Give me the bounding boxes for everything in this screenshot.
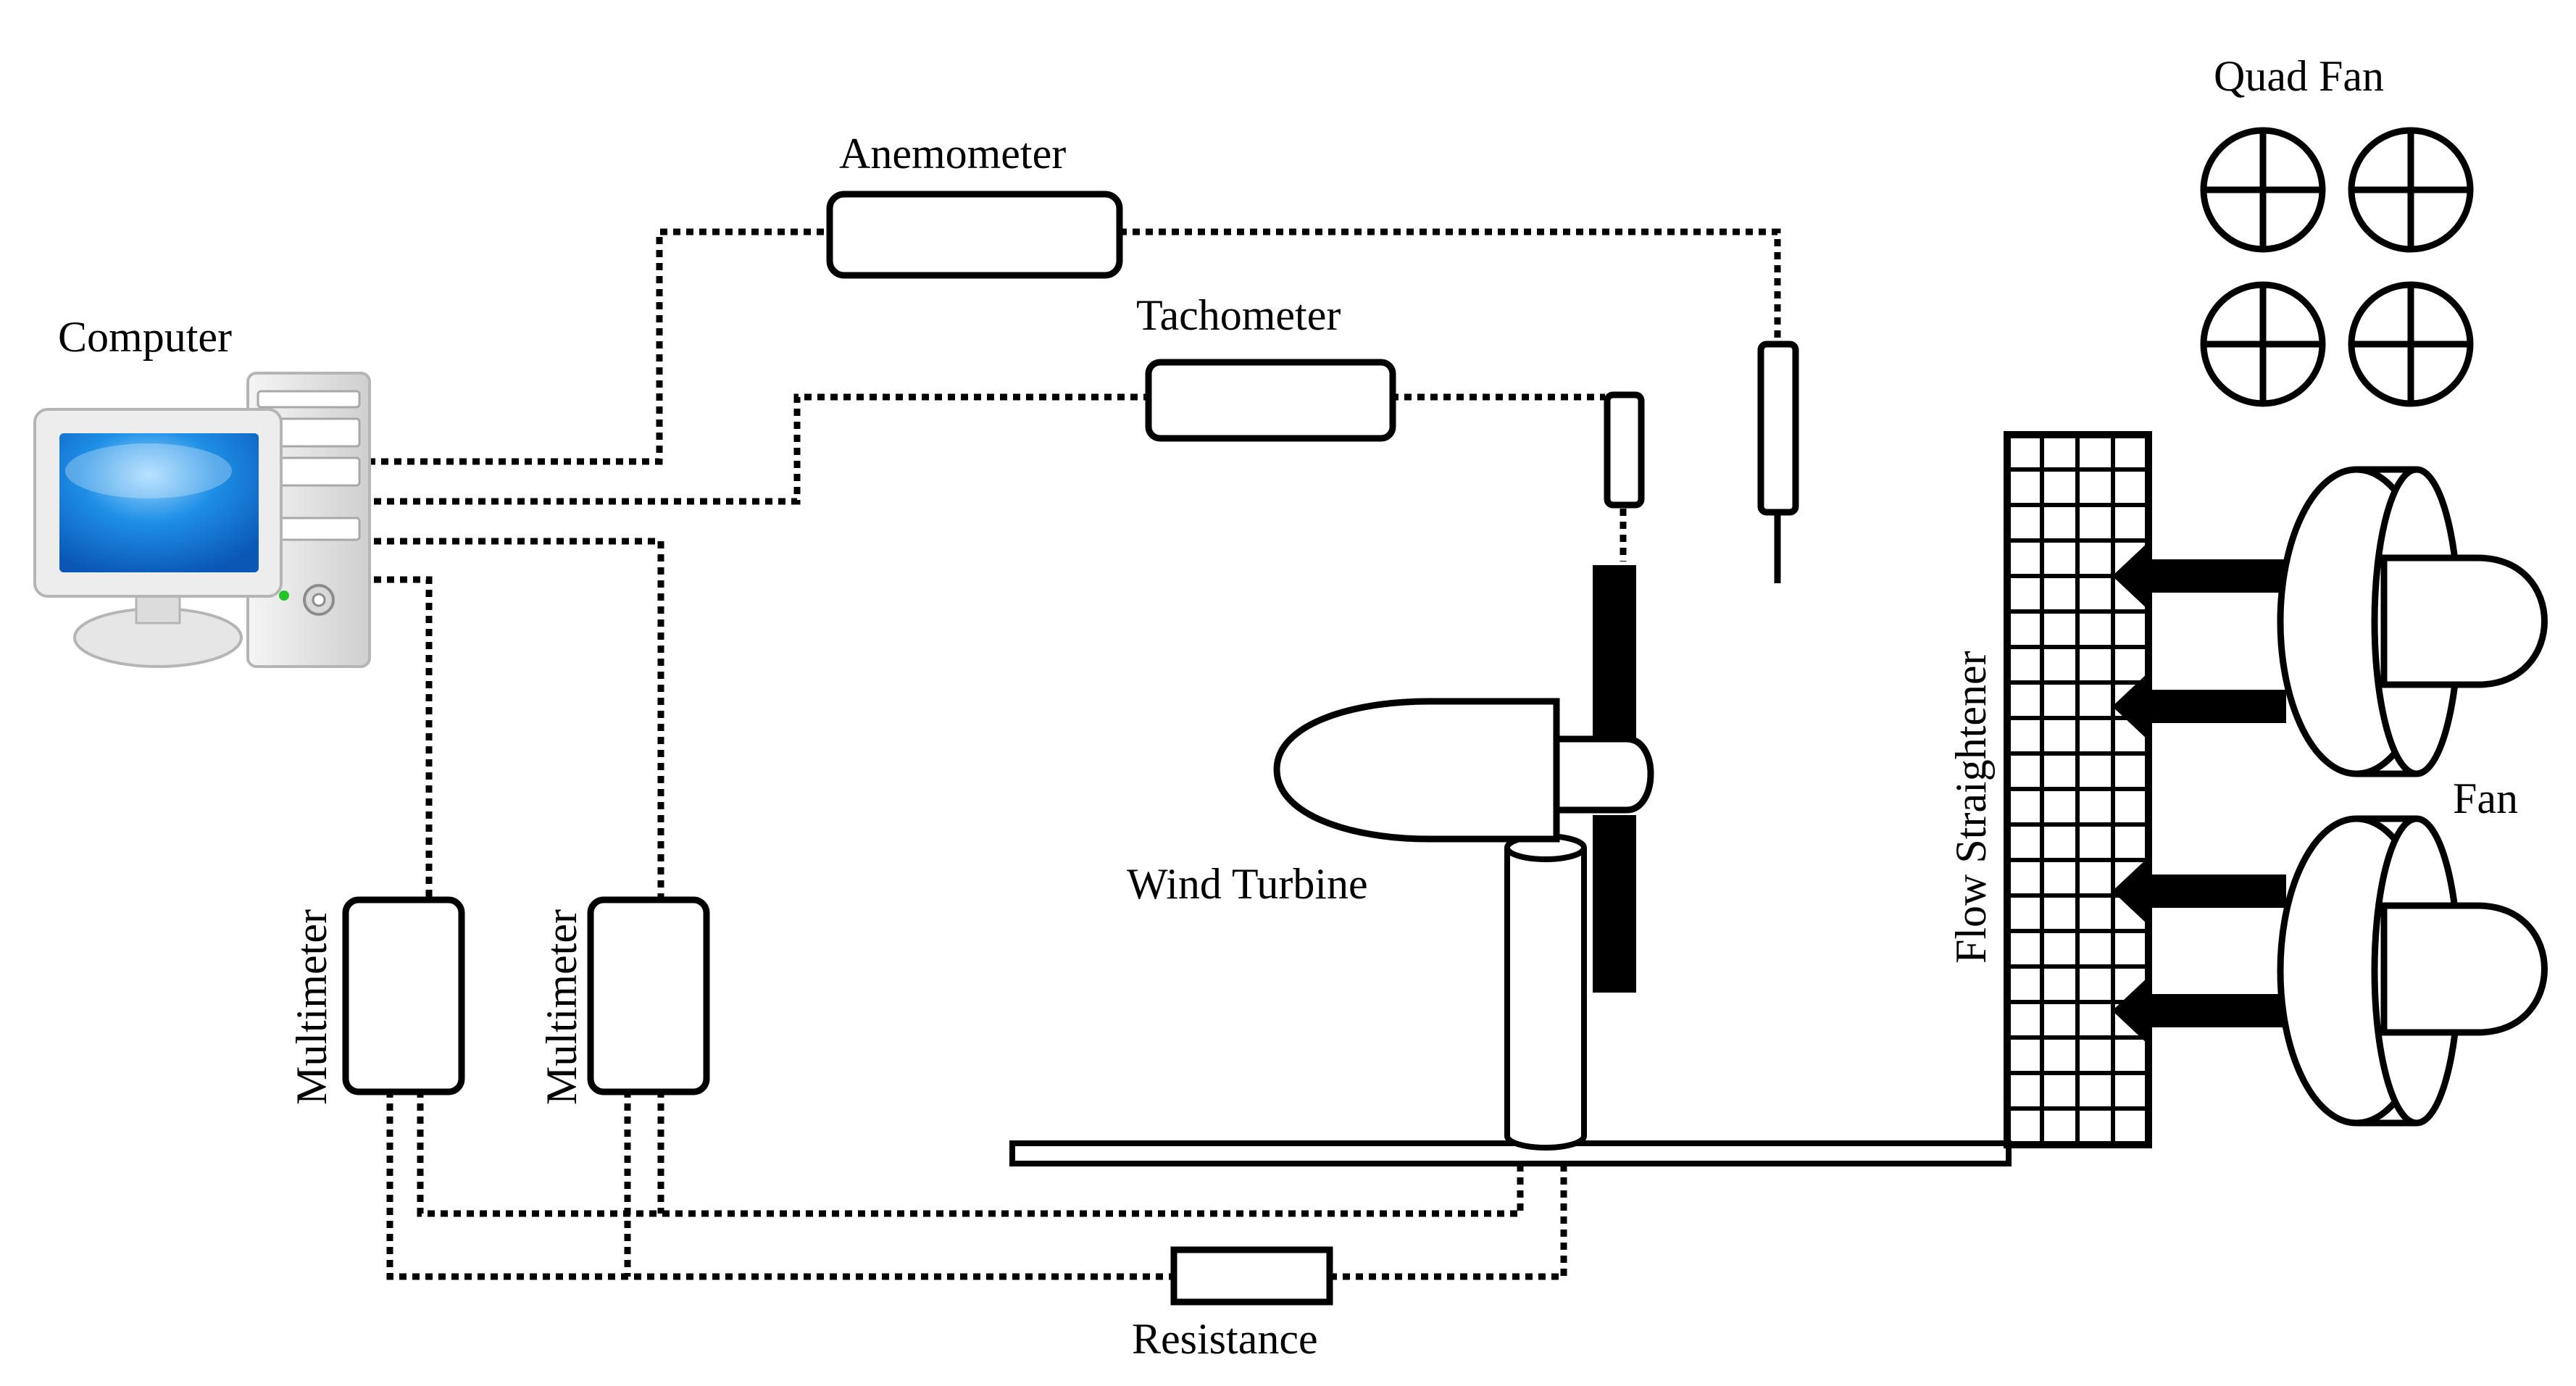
drive-bay [257,390,361,409]
desktop-computer-icon [33,372,371,668]
wire-computer-anemometer [368,228,830,465]
multimeter-right-box [587,896,710,1095]
label-flow-straightener: Flow Straightener [1947,651,1995,964]
anemometer-box [826,191,1123,279]
turbine-tower [1504,833,1587,1151]
quad-fan-icon [2200,127,2474,407]
signal-wires [348,228,1781,1280]
fan-symbol [2200,281,2326,407]
multimeter-left-box [342,896,465,1095]
label-quad-fan: Quad Fan [2214,52,2384,100]
fan-upper [2277,466,2548,777]
fan-symbol [2348,281,2474,407]
fan-symbol [2200,127,2326,253]
power-button-inner [312,593,326,607]
wire-computer-multimeter-right [348,538,664,898]
arrow-left-icon [2112,672,2286,740]
flow-straightener-grid [2007,435,2148,1145]
label-tachometer: Tachometer [1136,291,1341,339]
turbine-nacelle [1273,698,1560,843]
label-multimeter-left: Multimeter [288,909,335,1105]
test-rail [1009,1140,2012,1166]
arrow-left-icon [2112,977,2286,1045]
fan-lower [2277,815,2548,1127]
fan-symbol [2348,127,2474,253]
wire-anemometer-sensor [1120,228,1781,344]
label-fan: Fan [2453,775,2518,822]
flow-straightener [2004,431,2152,1148]
anemometer-probe [1757,341,1799,583]
label-wind-turbine: Wind Turbine [1127,860,1368,908]
resistance-box [1170,1246,1333,1306]
wire-multimeters-lower-loop [386,1090,1174,1280]
monitor-screen [59,433,259,572]
turbine-blade-lower [1593,815,1636,993]
label-multimeter-right: Multimeter [538,909,585,1105]
monitor-glare [65,443,232,498]
arrow-left-icon [2112,542,2286,610]
label-resistance: Resistance [1132,1315,1318,1363]
label-computer: Computer [58,313,232,361]
airflow-arrows [2112,542,2286,1045]
label-anemometer: Anemometer [839,130,1066,178]
power-led-icon [279,590,289,601]
wind-turbine [1273,565,1654,1151]
arrow-left-icon [2112,857,2286,925]
wire-resistance-to-turbine [1330,1137,1567,1280]
wire-computer-tachometer [348,393,1149,505]
tachometer-sensor [1604,391,1645,509]
wire-computer-multimeter-left [348,576,433,898]
tachometer-box [1145,359,1396,442]
turbine-hub [1553,735,1654,814]
